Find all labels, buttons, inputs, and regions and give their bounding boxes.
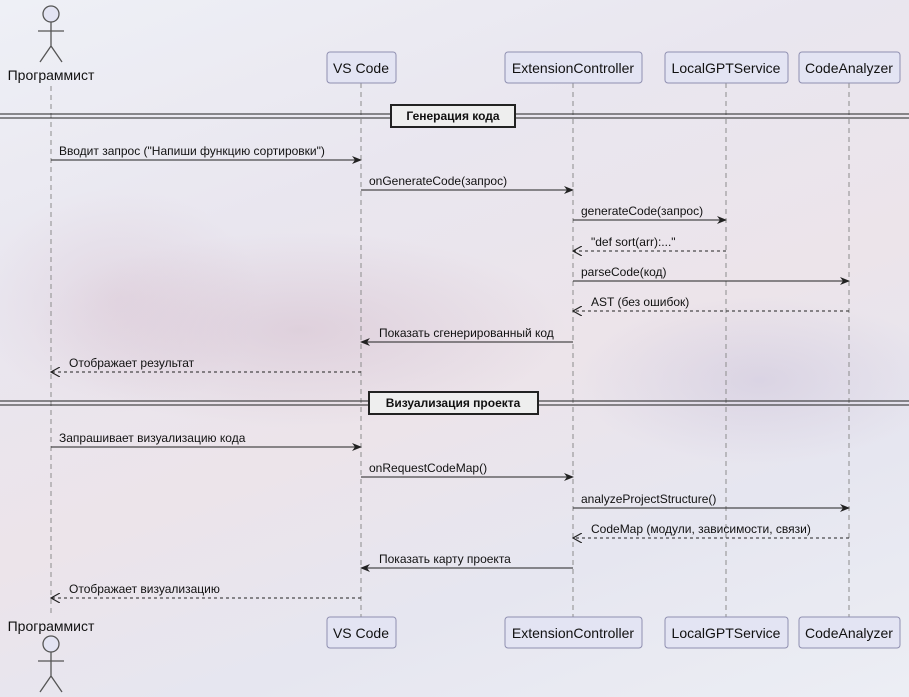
message-parse-code: parseCode(код) bbox=[573, 265, 850, 285]
message-label: onGenerateCode(запрос) bbox=[369, 174, 507, 188]
participant-vscode-bottom: VS Code bbox=[326, 616, 397, 649]
message-analyze-project-structure: analyzeProjectStructure() bbox=[573, 492, 850, 512]
message-label: Запрашивает визуализацию кода bbox=[59, 431, 246, 445]
participant-label: LocalGPTService bbox=[672, 60, 781, 76]
message-display-result: Отображает результат bbox=[51, 356, 361, 372]
participants-top: Программист VS Code ExtensionController … bbox=[8, 5, 901, 84]
message-label: parseCode(код) bbox=[581, 265, 667, 279]
participant-controller-top: ExtensionController bbox=[504, 51, 643, 84]
message-generate-code: generateCode(запрос) bbox=[573, 204, 727, 224]
participant-label: VS Code bbox=[333, 60, 389, 76]
participant-label: VS Code bbox=[333, 625, 389, 641]
message-enter-request: Вводит запрос ("Напиши функцию сортировк… bbox=[51, 144, 362, 164]
message-code-map-reply: CodeMap (модули, зависимости, связи) bbox=[573, 522, 849, 538]
message-label: "def sort(arr):..." bbox=[591, 235, 676, 249]
participant-gpt-bottom: LocalGPTService bbox=[664, 616, 789, 649]
message-label: Показать карту проекта bbox=[379, 552, 511, 566]
actor-programmer-top: Программист bbox=[8, 5, 95, 83]
message-show-project-map: Показать карту проекта bbox=[360, 552, 573, 572]
participant-gpt-top: LocalGPTService bbox=[664, 51, 789, 84]
message-on-generate-code: onGenerateCode(запрос) bbox=[361, 174, 574, 194]
actor-head-icon bbox=[42, 635, 60, 653]
message-on-request-code-map: onRequestCodeMap() bbox=[361, 461, 574, 481]
participant-label: ExtensionController bbox=[512, 60, 635, 76]
participant-analyzer-bottom: CodeAnalyzer bbox=[798, 616, 901, 649]
message-label: CodeMap (модули, зависимости, связи) bbox=[591, 522, 811, 536]
message-label: analyzeProjectStructure() bbox=[581, 492, 716, 506]
actor-programmer-bottom: Программист bbox=[8, 618, 95, 693]
participant-label: CodeAnalyzer bbox=[805, 625, 893, 641]
message-label: Отображает результат bbox=[69, 356, 195, 370]
actor-label: Программист bbox=[8, 67, 95, 83]
participant-vscode-top: VS Code bbox=[326, 51, 397, 84]
message-label: AST (без ошибок) bbox=[591, 295, 689, 309]
message-label: generateCode(запрос) bbox=[581, 204, 703, 218]
section-title: Визуализация проекта bbox=[386, 396, 521, 410]
section-divider-generation: Генерация кода bbox=[0, 104, 909, 128]
message-label: Отображает визуализацию bbox=[69, 582, 220, 596]
actor-head-icon bbox=[42, 5, 60, 23]
message-code-reply: "def sort(arr):..." bbox=[573, 235, 726, 251]
participant-label: CodeAnalyzer bbox=[805, 60, 893, 76]
message-label: onRequestCodeMap() bbox=[369, 461, 487, 475]
message-request-visualization: Запрашивает визуализацию кода bbox=[51, 431, 362, 451]
participant-label: LocalGPTService bbox=[672, 625, 781, 641]
section-divider-visualization: Визуализация проекта bbox=[0, 391, 909, 415]
message-display-visualization: Отображает визуализацию bbox=[51, 582, 361, 598]
section-title: Генерация кода bbox=[406, 109, 500, 123]
actor-body-icon bbox=[38, 22, 64, 63]
message-ast-reply: AST (без ошибок) bbox=[573, 295, 849, 311]
message-label: Вводит запрос ("Напиши функцию сортировк… bbox=[59, 144, 325, 158]
participant-analyzer-top: CodeAnalyzer bbox=[798, 51, 901, 84]
actor-label: Программист bbox=[8, 618, 95, 634]
participant-label: ExtensionController bbox=[512, 625, 635, 641]
actor-body-icon bbox=[38, 652, 64, 693]
participant-controller-bottom: ExtensionController bbox=[504, 616, 643, 649]
message-show-generated-code: Показать сгенерированный код bbox=[360, 326, 573, 346]
participants-bottom: Программист VS Code ExtensionController … bbox=[8, 616, 901, 693]
message-label: Показать сгенерированный код bbox=[379, 326, 554, 340]
lifelines bbox=[50, 83, 850, 617]
messages: Вводит запрос ("Напиши функцию сортировк… bbox=[51, 144, 850, 598]
